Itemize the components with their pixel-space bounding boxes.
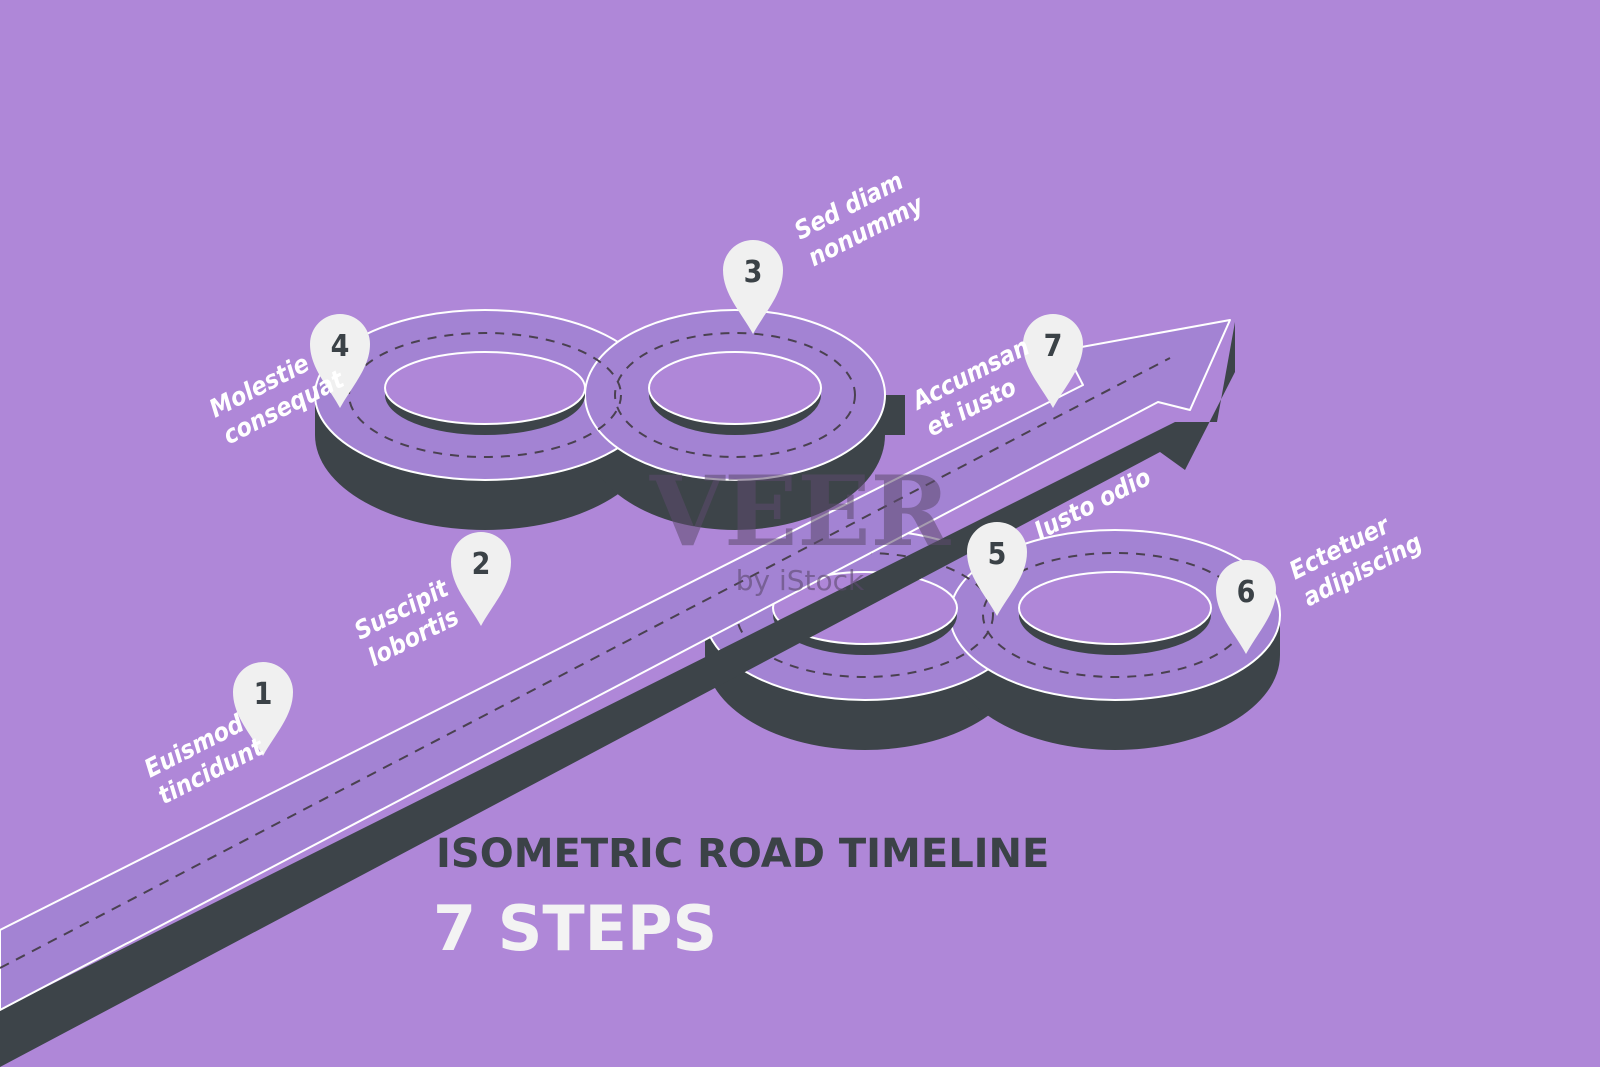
main-road xyxy=(0,319,1235,1067)
pin-number-4: 4 xyxy=(331,329,350,364)
step-markers: 1 2 3 4 5 6 7 xyxy=(233,240,1276,756)
main-road-side xyxy=(0,322,1235,1067)
pin-marker-3[interactable]: 3 xyxy=(723,240,783,334)
pin-marker-4[interactable]: 4 xyxy=(310,314,370,408)
step-label-3: Sed diam nonummy xyxy=(790,166,929,272)
main-road-center-line xyxy=(0,357,1171,969)
pin-marker-6[interactable]: 6 xyxy=(1216,560,1276,654)
pin-marker-7[interactable]: 7 xyxy=(1023,314,1083,408)
step-label-2: Suscipit lobortis xyxy=(350,573,464,672)
pin-marker-1[interactable]: 1 xyxy=(233,662,293,756)
main-road-top xyxy=(0,319,1231,1011)
step-label-6: Ectetuer adipiscing xyxy=(1285,510,1427,612)
pin-number-2: 2 xyxy=(472,547,491,582)
pin-number-1: 1 xyxy=(254,677,273,712)
pin-number-6: 6 xyxy=(1237,575,1256,610)
diagram-title: ISOMETRIC ROAD TIMELINE xyxy=(436,831,1049,877)
pin-number-7: 7 xyxy=(1044,329,1063,364)
watermark-sub: by iStock xyxy=(736,564,865,597)
diagram-subtitle: 7 STEPS xyxy=(433,892,717,965)
road xyxy=(0,309,1281,1067)
pin-number-3: 3 xyxy=(744,255,763,290)
upper-loop-top xyxy=(314,309,886,481)
pin-number-5: 5 xyxy=(988,537,1007,572)
pin-marker-5[interactable]: 5 xyxy=(967,522,1027,616)
title-block: ISOMETRIC ROAD TIMELINE 7 STEPS xyxy=(433,831,1049,965)
watermark-brand: VEER xyxy=(649,455,952,568)
watermark: VEER by iStock xyxy=(649,455,952,597)
pin-marker-2[interactable]: 2 xyxy=(451,532,511,626)
